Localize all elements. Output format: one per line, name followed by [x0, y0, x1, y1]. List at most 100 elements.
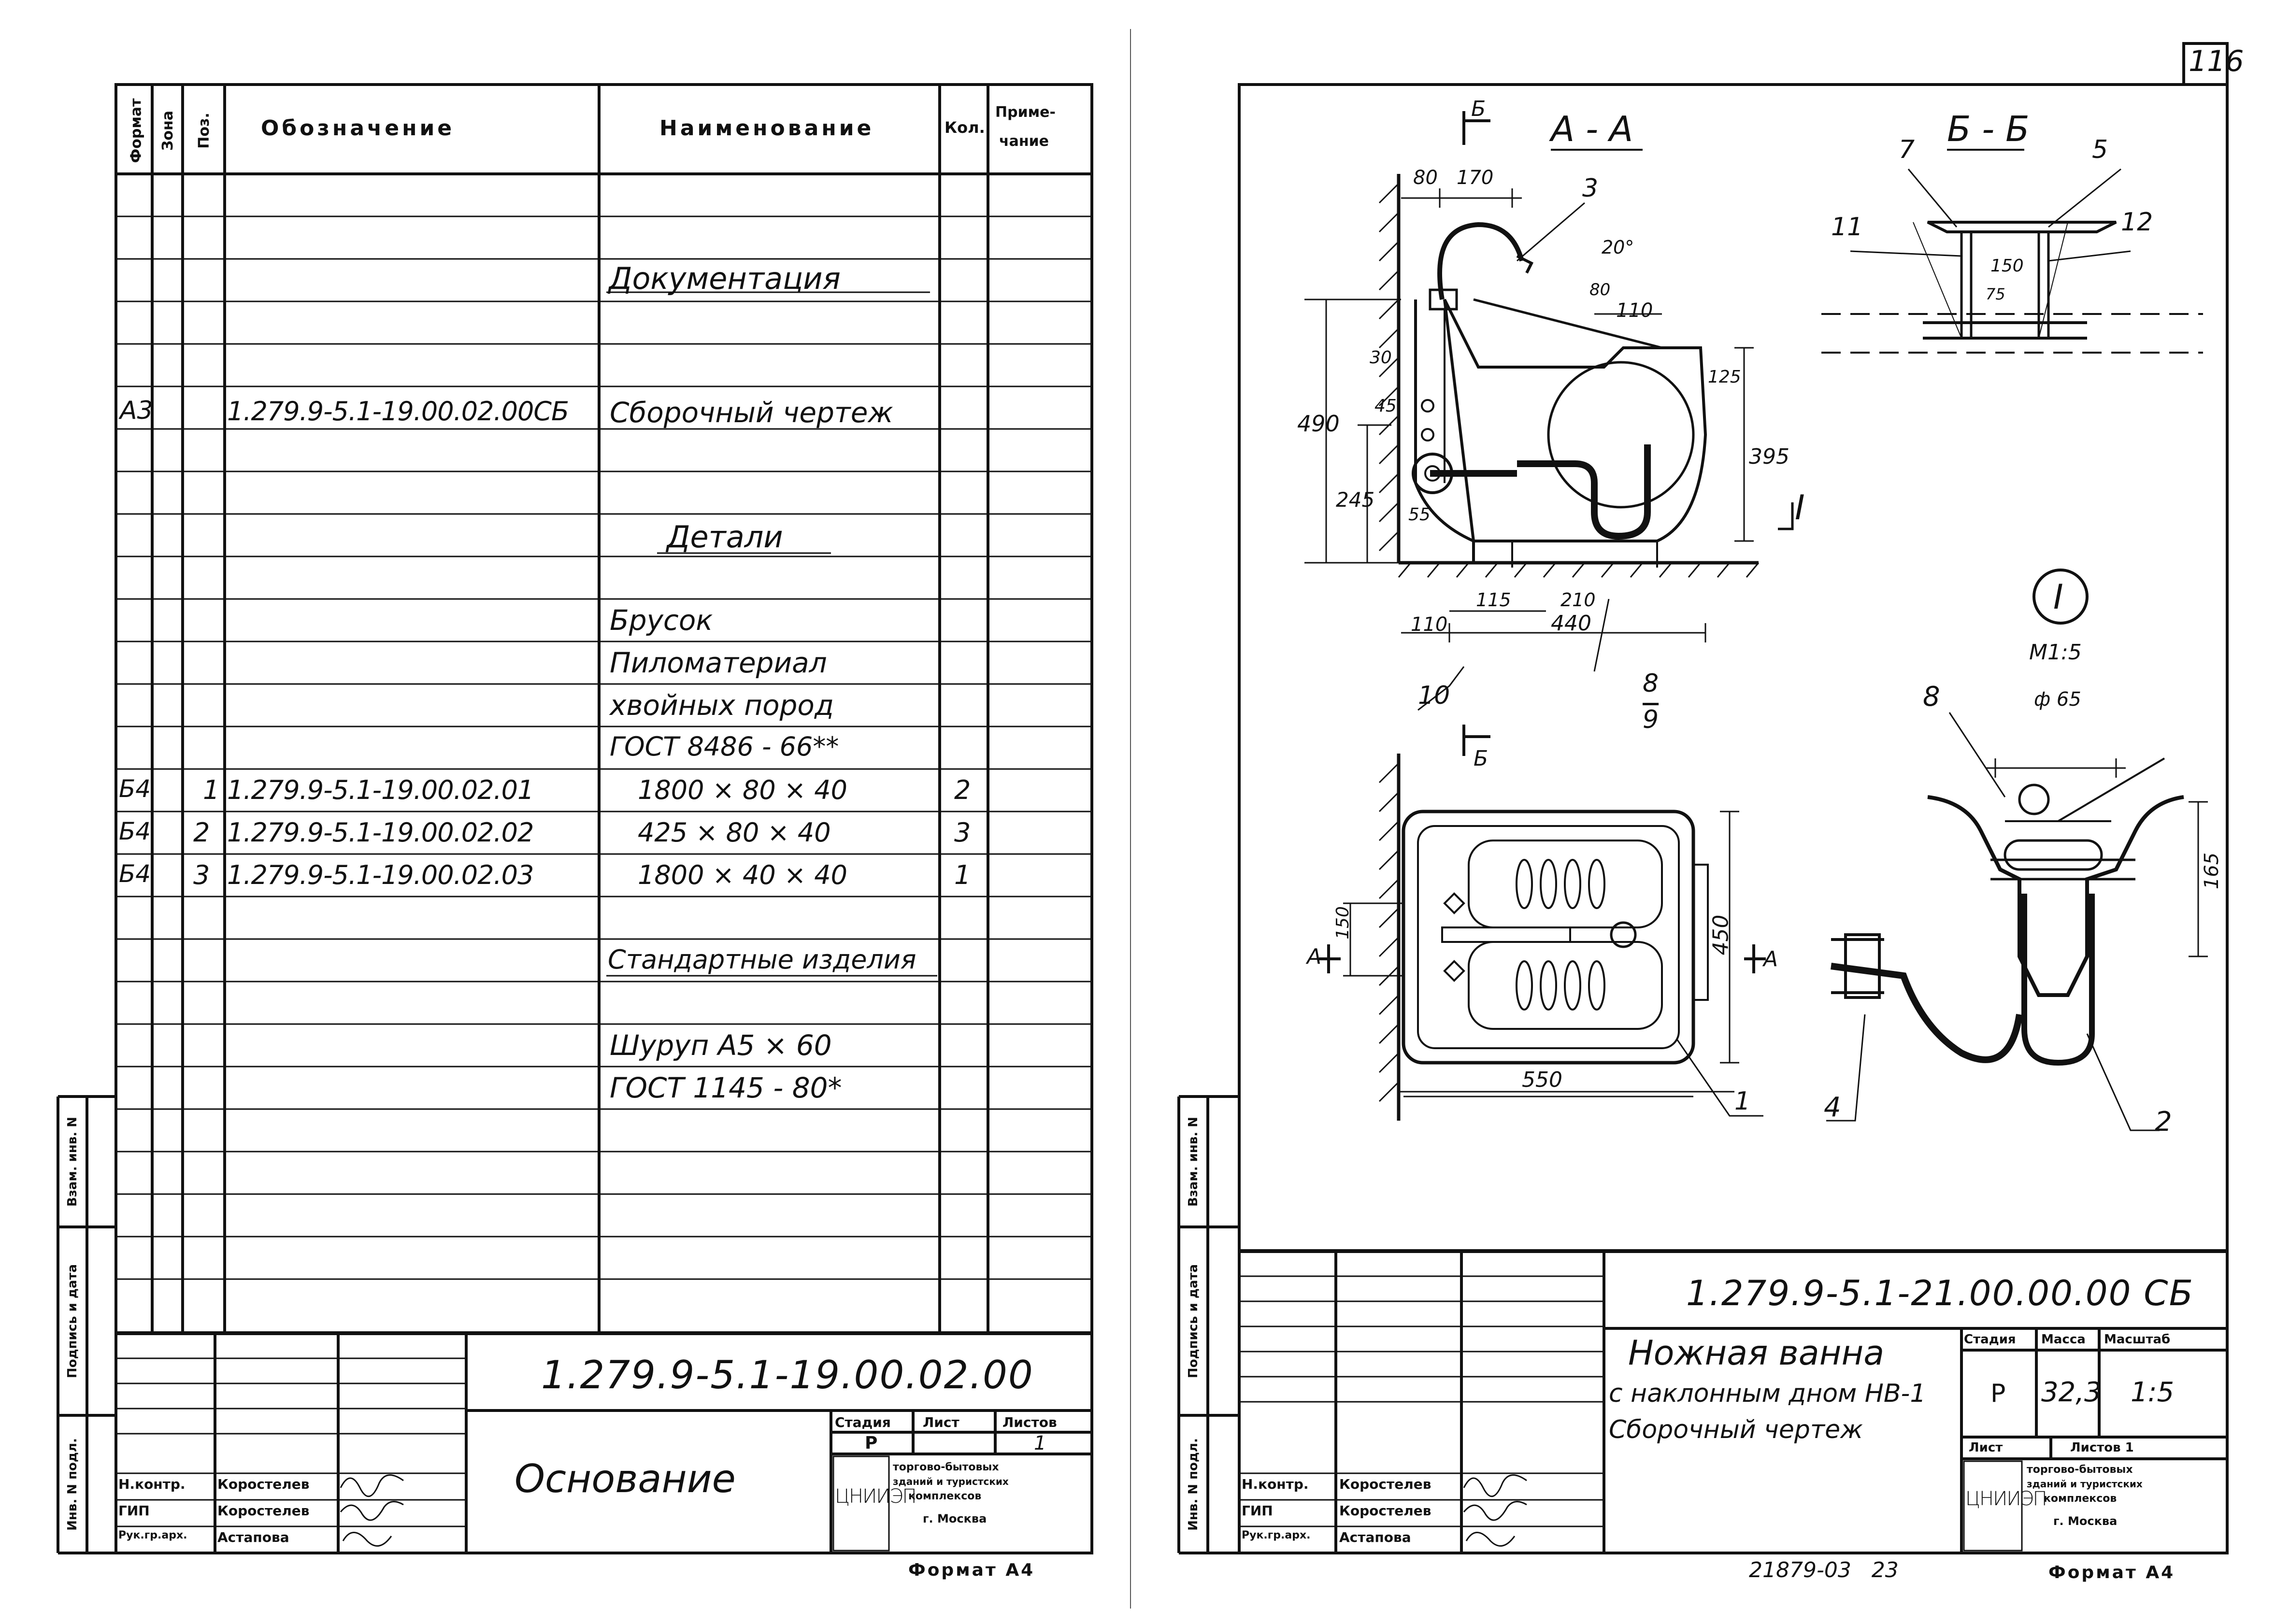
dim-aa-115: 115	[1476, 589, 1511, 611]
dim-aa-490: 490	[1297, 411, 1340, 437]
row-assembly-name: Сборочный чертеж	[610, 396, 893, 429]
right-role-3: Рук.гр.арх.	[1242, 1529, 1311, 1541]
item-3-pos: 3	[193, 860, 210, 890]
dim-aa-30: 30	[1370, 348, 1392, 368]
right-org-logo: ЦНИИЭП	[1965, 1488, 2047, 1510]
leader-8: 8	[1643, 669, 1659, 698]
leader-3: 3	[1582, 174, 1599, 203]
item-3-designation: 1.279.9-5.1-19.00.02.03	[227, 860, 534, 890]
sheet-divider	[1130, 29, 1131, 1609]
left-person-2: Коростелев	[217, 1503, 310, 1519]
leader-9: 9	[1643, 705, 1659, 734]
col-header-note-1: Приме-	[995, 104, 1056, 121]
dim-plan-550: 550	[1522, 1068, 1562, 1092]
right-doc-name-1: Ножная ванна	[1628, 1333, 1885, 1373]
section-aa-title: А - А	[1551, 109, 1633, 149]
detail-i-circle-label: I	[2053, 577, 2063, 617]
leader-10: 10	[1418, 681, 1450, 710]
left-org-logo: ЦНИИЭП	[835, 1485, 917, 1508]
col-header-name: Наименование	[659, 116, 874, 141]
col-header-qty: Кол.	[945, 118, 985, 137]
section-details: Детали	[667, 519, 783, 555]
left-org-line-4: г. Москва	[923, 1512, 987, 1525]
left-sheet-header: Лист	[923, 1414, 959, 1430]
section-documentation: Документация	[609, 261, 841, 296]
cut-mark-b-top: Б	[1471, 97, 1486, 121]
plan-view	[1319, 754, 1766, 1121]
right-person-2: Коростелев	[1339, 1503, 1431, 1519]
dim-plan-150: 150	[1332, 906, 1353, 940]
item-2-format: Б4	[119, 817, 151, 845]
dim-aa-440: 440	[1551, 611, 1591, 636]
section-bb-view	[1821, 149, 2203, 354]
right-org-line-4: г. Москва	[2053, 1514, 2118, 1528]
item-2-name: 425 × 80 × 40	[638, 817, 831, 848]
dim-aa-110b: 110	[1411, 613, 1448, 636]
leader-11: 11	[1831, 213, 1863, 242]
item-3-qty: 1	[954, 860, 971, 890]
leader-7: 7	[1899, 135, 1915, 164]
right-format-label: Формат А4	[2048, 1563, 2176, 1582]
leader-4: 4	[1824, 1092, 1841, 1123]
material-line-2: Пиломатериал	[610, 646, 827, 679]
dim-detail-d65: ф 65	[2034, 688, 2081, 711]
item-2-pos: 2	[193, 817, 210, 848]
left-role-3: Рук.гр.арх.	[118, 1529, 187, 1541]
right-role-2: ГИП	[1242, 1503, 1273, 1519]
cut-mark-a-left: А	[1307, 944, 1322, 969]
right-person-3: Астапова	[1339, 1529, 1411, 1545]
leader-1: 1	[1734, 1087, 1751, 1116]
dim-aa-125: 125	[1708, 367, 1741, 387]
item-2-designation: 1.279.9-5.1-19.00.02.02	[227, 817, 534, 848]
left-person-3: Астапова	[217, 1529, 289, 1545]
item-3-name: 1800 × 40 × 40	[638, 860, 848, 890]
right-scale-header: Масштаб	[2104, 1332, 2171, 1347]
left-role-2: ГИП	[118, 1503, 150, 1519]
row-assembly-designation: 1.279.9-5.1-19.00.02.00СБ	[227, 396, 569, 427]
leader-12: 12	[2121, 208, 2153, 237]
right-side-sign-date: Подпись и дата	[1186, 1264, 1201, 1379]
right-mass-value: 32,3	[2041, 1377, 2102, 1408]
sheet-number: 116	[2189, 44, 2244, 78]
cut-mark-b-bottom: Б	[1474, 746, 1488, 771]
dim-aa-210: 210	[1560, 589, 1596, 611]
material-line-3: хвойных пород	[610, 689, 834, 722]
left-person-1: Коростелев	[217, 1476, 310, 1492]
dim-plan-450: 450	[1708, 914, 1733, 955]
left-sheets-value: 1	[1034, 1432, 1046, 1454]
left-role-1: Н.контр.	[118, 1476, 186, 1492]
right-org-line-3: комплексов	[2044, 1493, 2117, 1505]
dim-aa-55: 55	[1408, 505, 1431, 525]
dim-bb-75: 75	[1986, 285, 2005, 303]
detail-scale: М1:5	[2029, 640, 2082, 665]
right-doc-name-2: с наклонным дном НВ-1	[1609, 1379, 1926, 1408]
section-aa-view	[1304, 111, 1794, 756]
section-standard-items: Стандартные изделия	[608, 944, 916, 975]
leader-5: 5	[2092, 135, 2108, 164]
leader-8-detail: 8	[1923, 681, 1940, 712]
row-assembly-format: А3	[120, 396, 153, 425]
cut-mark-a-right: А	[1763, 947, 1778, 971]
right-mass-header: Масса	[2041, 1332, 2086, 1347]
right-sheet-header: Лист	[1969, 1440, 2003, 1455]
left-sheets-header: Листов	[1002, 1414, 1057, 1430]
item-1-pos: 1	[203, 775, 220, 805]
left-doc-code: 1.279.9-5.1-19.00.02.00	[541, 1353, 1034, 1397]
item-2-qty: 3	[954, 817, 971, 848]
left-org-line-3: комплексов	[908, 1490, 982, 1502]
right-side-repl-inv: Взам. инв. N	[1186, 1117, 1201, 1207]
dim-aa-170: 170	[1457, 167, 1494, 189]
item-1-name: 1800 × 80 × 40	[638, 775, 848, 805]
left-org-line-2: зданий и туристских	[893, 1476, 1009, 1487]
left-org-line-1: торгово-бытовых	[893, 1461, 999, 1473]
dim-bb-150: 150	[1990, 256, 2024, 276]
right-doc-code: 1.279.9-5.1-21.00.00.00 СБ	[1686, 1273, 2194, 1313]
dim-detail-165: 165	[2201, 852, 2223, 890]
right-sheets-header: Листов 1	[2070, 1440, 2134, 1455]
detail-i-marker: I	[1795, 488, 1805, 527]
dim-aa-395: 395	[1749, 444, 1789, 469]
right-scale-value: 1:5	[2131, 1377, 2175, 1408]
left-stage-header: Стадия	[835, 1414, 891, 1430]
